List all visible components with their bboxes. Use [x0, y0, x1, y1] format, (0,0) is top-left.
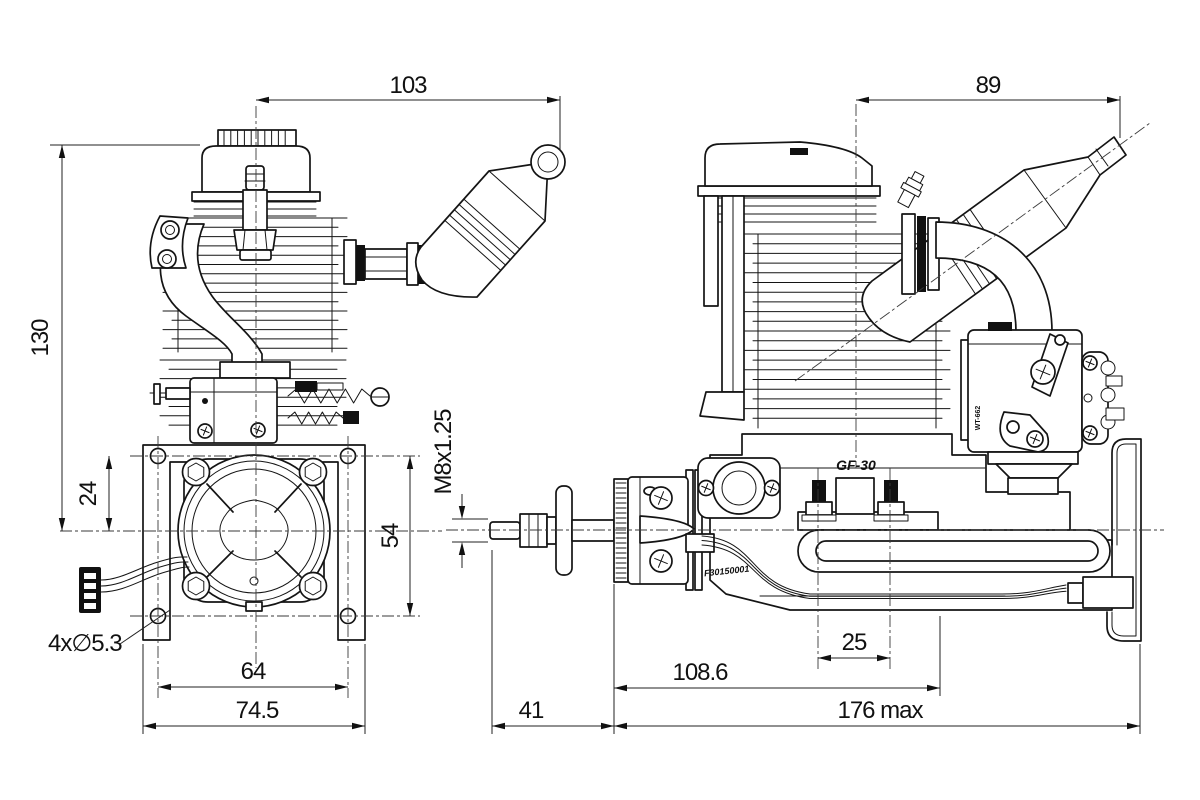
- label-model: GF-30: [836, 457, 876, 473]
- ignition-connector-side: [1082, 576, 1134, 609]
- mount-beam-slot: [815, 540, 1099, 562]
- ignition-sensor: [685, 533, 715, 553]
- mount-stud: [884, 480, 898, 504]
- dim-mount-hole-vertical-span: 54: [377, 523, 404, 548]
- dim-mount-bracket-width: 74.5: [236, 697, 279, 724]
- insulator-block: [219, 361, 291, 379]
- exhaust-flange: [343, 239, 357, 285]
- dim-mount-hole-callout: 4x∅5.3: [48, 630, 122, 657]
- dim-mount-face-to-rear: 108.6: [672, 659, 728, 686]
- vent-nipple: [897, 171, 925, 209]
- fuel-fitting: [1105, 407, 1125, 421]
- dim-prop-shaft-thread: M8x1.25: [430, 409, 457, 495]
- spark-plug-hex: [233, 229, 277, 251]
- pushrod-tube: [703, 195, 719, 307]
- dim-overall-width-front: 103: [389, 72, 427, 99]
- label-carburetor-model: WT-662: [975, 406, 982, 431]
- carb-flange: [987, 451, 1079, 465]
- spark-plug-ceramic: [245, 165, 265, 191]
- prop-shaft: [571, 519, 615, 542]
- dim-mount-stud-spacing: 25: [842, 629, 867, 656]
- fuel-fitting: [1105, 375, 1123, 387]
- stud-nut: [805, 501, 833, 516]
- muffler-outlet: [530, 144, 566, 180]
- label-crankcase-marking: F30150001: [704, 564, 750, 579]
- mount-stud: [812, 480, 826, 504]
- side-view: [489, 136, 1142, 642]
- rocker-rib-comb: [217, 129, 297, 147]
- dim-overall-height: 130: [27, 319, 54, 357]
- prop-nut: [519, 513, 548, 548]
- dim-shaft-front-length: 41: [519, 697, 544, 724]
- drive-washer-serrated: [613, 478, 629, 583]
- prop-washer: [546, 516, 557, 545]
- stud-nut: [877, 501, 905, 516]
- exhaust-pipe: [364, 248, 408, 280]
- shaft-cone: [639, 515, 695, 544]
- dim-mount-top-to-crank-center: 24: [75, 481, 102, 506]
- rear-mount-plate: [1106, 438, 1142, 642]
- head-flange-side: [697, 185, 881, 197]
- dim-mount-hole-horizontal-span: 64: [241, 658, 266, 685]
- dim-overall-width-side: 89: [976, 72, 1001, 99]
- prop-washer-disc: [555, 485, 573, 576]
- rocker-cover-side: [704, 141, 873, 187]
- dimension-texts: 103 89 130 24 54 4x∅5.3 64 74.5 M8x1.25 …: [27, 72, 1002, 724]
- prop-shaft-tip: [489, 521, 521, 540]
- connector-boot: [1067, 582, 1084, 604]
- bearing-boss: [712, 461, 766, 515]
- dimension-lines: [50, 96, 1141, 734]
- dim-overall-length: 176 max: [837, 697, 923, 724]
- exhaust-flange-side: [901, 213, 916, 295]
- centerlines: [60, 104, 1164, 698]
- spark-plug-body: [242, 189, 268, 231]
- muffler-can: [414, 161, 549, 298]
